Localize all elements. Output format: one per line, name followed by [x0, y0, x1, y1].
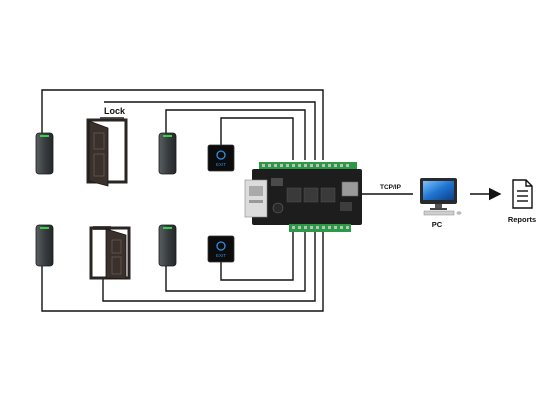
computer-icon	[420, 178, 462, 216]
exit-button-bottom: EXIT	[207, 235, 235, 263]
module-stripe	[249, 200, 263, 203]
pc-label: PC	[432, 220, 443, 229]
card-reader-top-left	[35, 132, 54, 175]
wire-top-exit	[220, 117, 294, 160]
wire-top-reader-1	[41, 89, 324, 160]
wire-bottom-exit	[220, 230, 294, 281]
bottom-terminal-screws	[292, 226, 349, 229]
exit-glow	[216, 241, 226, 251]
reader-led	[40, 227, 49, 229]
keyboard	[423, 210, 455, 216]
report-document-icon	[512, 179, 533, 209]
module-label	[249, 186, 263, 196]
door-icon	[105, 228, 127, 280]
card-reader-top-right	[158, 132, 177, 175]
monitor-stand	[435, 204, 442, 208]
controller-board-icon	[244, 162, 362, 232]
card-reader-icon	[158, 132, 177, 175]
board-relay	[320, 187, 336, 203]
wire-top-reader-2	[165, 109, 306, 160]
reader-led	[40, 135, 49, 137]
reader-led	[163, 135, 172, 137]
top-terminals	[259, 162, 357, 170]
mouse	[456, 211, 462, 215]
door-panel	[111, 256, 122, 275]
reports-label: Reports	[508, 215, 536, 224]
card-reader-bottom-right	[158, 224, 177, 267]
board-relay	[303, 187, 319, 203]
exit-button-icon	[207, 235, 235, 263]
wire-bottom-reader-2	[165, 230, 306, 292]
card-reader-bottom-left	[35, 224, 54, 267]
card-reader-icon	[35, 132, 54, 175]
top-terminal-screws	[262, 164, 349, 167]
board-chip	[271, 178, 283, 186]
card-reader-icon	[35, 224, 54, 267]
tcpip-label: TCP/IP	[380, 184, 402, 191]
exit-label: EXIT	[216, 162, 226, 167]
exit-glow	[216, 150, 226, 160]
door-bottom	[89, 226, 131, 280]
wire-bottom-reader-1	[41, 230, 324, 312]
wiring	[41, 89, 502, 312]
board-module	[244, 179, 268, 218]
reader-led	[163, 227, 172, 229]
door-top	[86, 117, 128, 187]
lock-label: Lock	[104, 106, 126, 116]
board-small-chip	[340, 202, 352, 211]
door-panel	[93, 132, 105, 150]
door-panel	[111, 239, 122, 254]
monitor-base	[430, 208, 447, 210]
board-relay	[286, 187, 302, 203]
card-reader-icon	[158, 224, 177, 267]
monitor-screen	[423, 181, 454, 200]
wire-bottom-lock	[102, 230, 316, 302]
wire-lock	[104, 101, 316, 160]
door-panel	[93, 153, 105, 177]
bottom-terminals	[289, 224, 351, 232]
exit-button-icon	[207, 144, 235, 172]
exit-button-top: EXIT	[207, 144, 235, 172]
board-capacitor	[272, 202, 284, 214]
exit-label: EXIT	[216, 253, 226, 258]
board-network-jack	[341, 181, 359, 197]
